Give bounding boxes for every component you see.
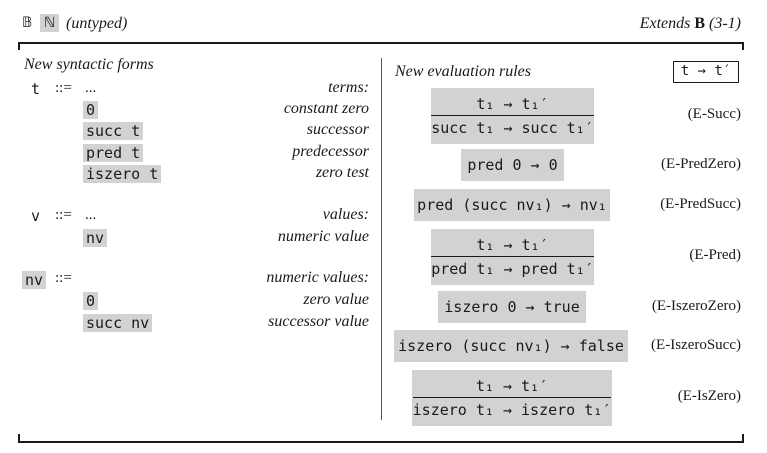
terms-symbol: t: [31, 80, 41, 98]
column-divider: [381, 58, 382, 420]
badge-b: 𝔹: [22, 15, 33, 31]
numeric-code-zero: 0: [83, 292, 99, 310]
rule-e-pred: t₁ → t₁′ pred t₁ → pred t₁′: [431, 229, 594, 285]
badge-n: ℕ: [40, 14, 60, 32]
rule-e-succ-bar: [431, 115, 594, 116]
numeric-desc-zero: zero value: [303, 291, 369, 308]
rule-e-iszero-bar: [412, 397, 612, 398]
rule-e-iszerozero-label: (E-IszeroZero): [651, 298, 741, 314]
top-rule: [18, 42, 744, 44]
value-code-nv: nv: [83, 229, 108, 247]
untyped-label: (untyped): [66, 15, 128, 32]
term-desc-iszero: zero test: [315, 164, 369, 181]
terms-heading: terms:: [328, 79, 369, 96]
term-code-pred: pred t: [83, 144, 144, 162]
numeric-code-succ: succ nv: [83, 314, 153, 332]
rule-e-predzero: pred 0 → 0: [461, 149, 564, 181]
term-desc-pred: predecessor: [292, 143, 369, 160]
rule-e-iszero: t₁ → t₁′ iszero t₁ → iszero t₁′: [412, 370, 612, 426]
top-rule-right-tick: [742, 42, 744, 50]
numeric-heading: numeric values:: [266, 269, 369, 286]
rule-e-pred-label: (E-Pred): [689, 247, 741, 263]
values-heading: values:: [322, 206, 369, 223]
extends-bold: B: [694, 15, 706, 32]
term-code-succ: succ t: [83, 122, 144, 140]
extends-prefix: Extends: [639, 15, 691, 32]
term-code-zero: 0: [83, 101, 99, 119]
values-symbol: v: [31, 207, 41, 225]
bottom-rule-right-tick: [742, 434, 744, 443]
top-rule-left-tick: [18, 42, 20, 50]
terms-ellipsis: ...: [85, 80, 97, 96]
bottom-rule-left-tick: [18, 434, 20, 443]
numeric-symbol: nv: [22, 271, 47, 289]
rule-e-succ: t₁ → t₁′ succ t₁ → succ t₁′: [431, 88, 594, 144]
values-assign: ::=: [55, 207, 72, 223]
rule-e-iszerozero: iszero 0 → true: [438, 291, 586, 323]
terms-assign: ::=: [55, 80, 72, 96]
rule-e-predzero-label: (E-PredZero): [661, 156, 741, 172]
rule-e-iszerosucc: iszero (succ nv₁) → false: [394, 330, 628, 362]
syntax-title: New syntactic forms: [24, 56, 154, 73]
term-code-iszero: iszero t: [83, 165, 162, 183]
value-desc-nv: numeric value: [277, 228, 369, 245]
rule-e-iszero-conclusion: iszero t₁ → iszero t₁′: [412, 401, 612, 419]
numeric-assign: ::=: [55, 270, 72, 286]
rule-e-pred-premise: t₁ → t₁′: [476, 236, 549, 254]
rule-e-succ-premise: t₁ → t₁′: [476, 95, 549, 113]
bottom-rule: [18, 441, 744, 443]
rule-e-pred-bar: [431, 256, 594, 257]
rule-e-succ-conclusion: succ t₁ → succ t₁′: [431, 119, 594, 137]
term-desc-zero: constant zero: [283, 100, 369, 117]
extends-ref: (3-1): [709, 15, 741, 32]
numeric-desc-succ: successor value: [268, 313, 369, 330]
judgement-box: t → t′: [673, 61, 739, 83]
rule-e-predsucc: pred (succ nv₁) → nv₁: [414, 189, 610, 221]
rule-e-predsucc-label: (E-PredSucc): [660, 196, 741, 212]
values-ellipsis: ...: [85, 207, 97, 223]
rule-e-succ-label: (E-Succ): [687, 106, 741, 122]
rule-e-iszero-premise: t₁ → t₁′: [475, 377, 549, 395]
rule-e-iszero-label: (E-IsZero): [677, 388, 741, 404]
evaluation-title: New evaluation rules: [395, 63, 531, 80]
rule-e-pred-conclusion: pred t₁ → pred t₁′: [431, 260, 594, 278]
extends-note: Extends B (3-1): [640, 15, 741, 33]
rule-e-iszerosucc-label: (E-IszeroSucc): [651, 337, 741, 353]
term-desc-succ: successor: [306, 121, 369, 138]
